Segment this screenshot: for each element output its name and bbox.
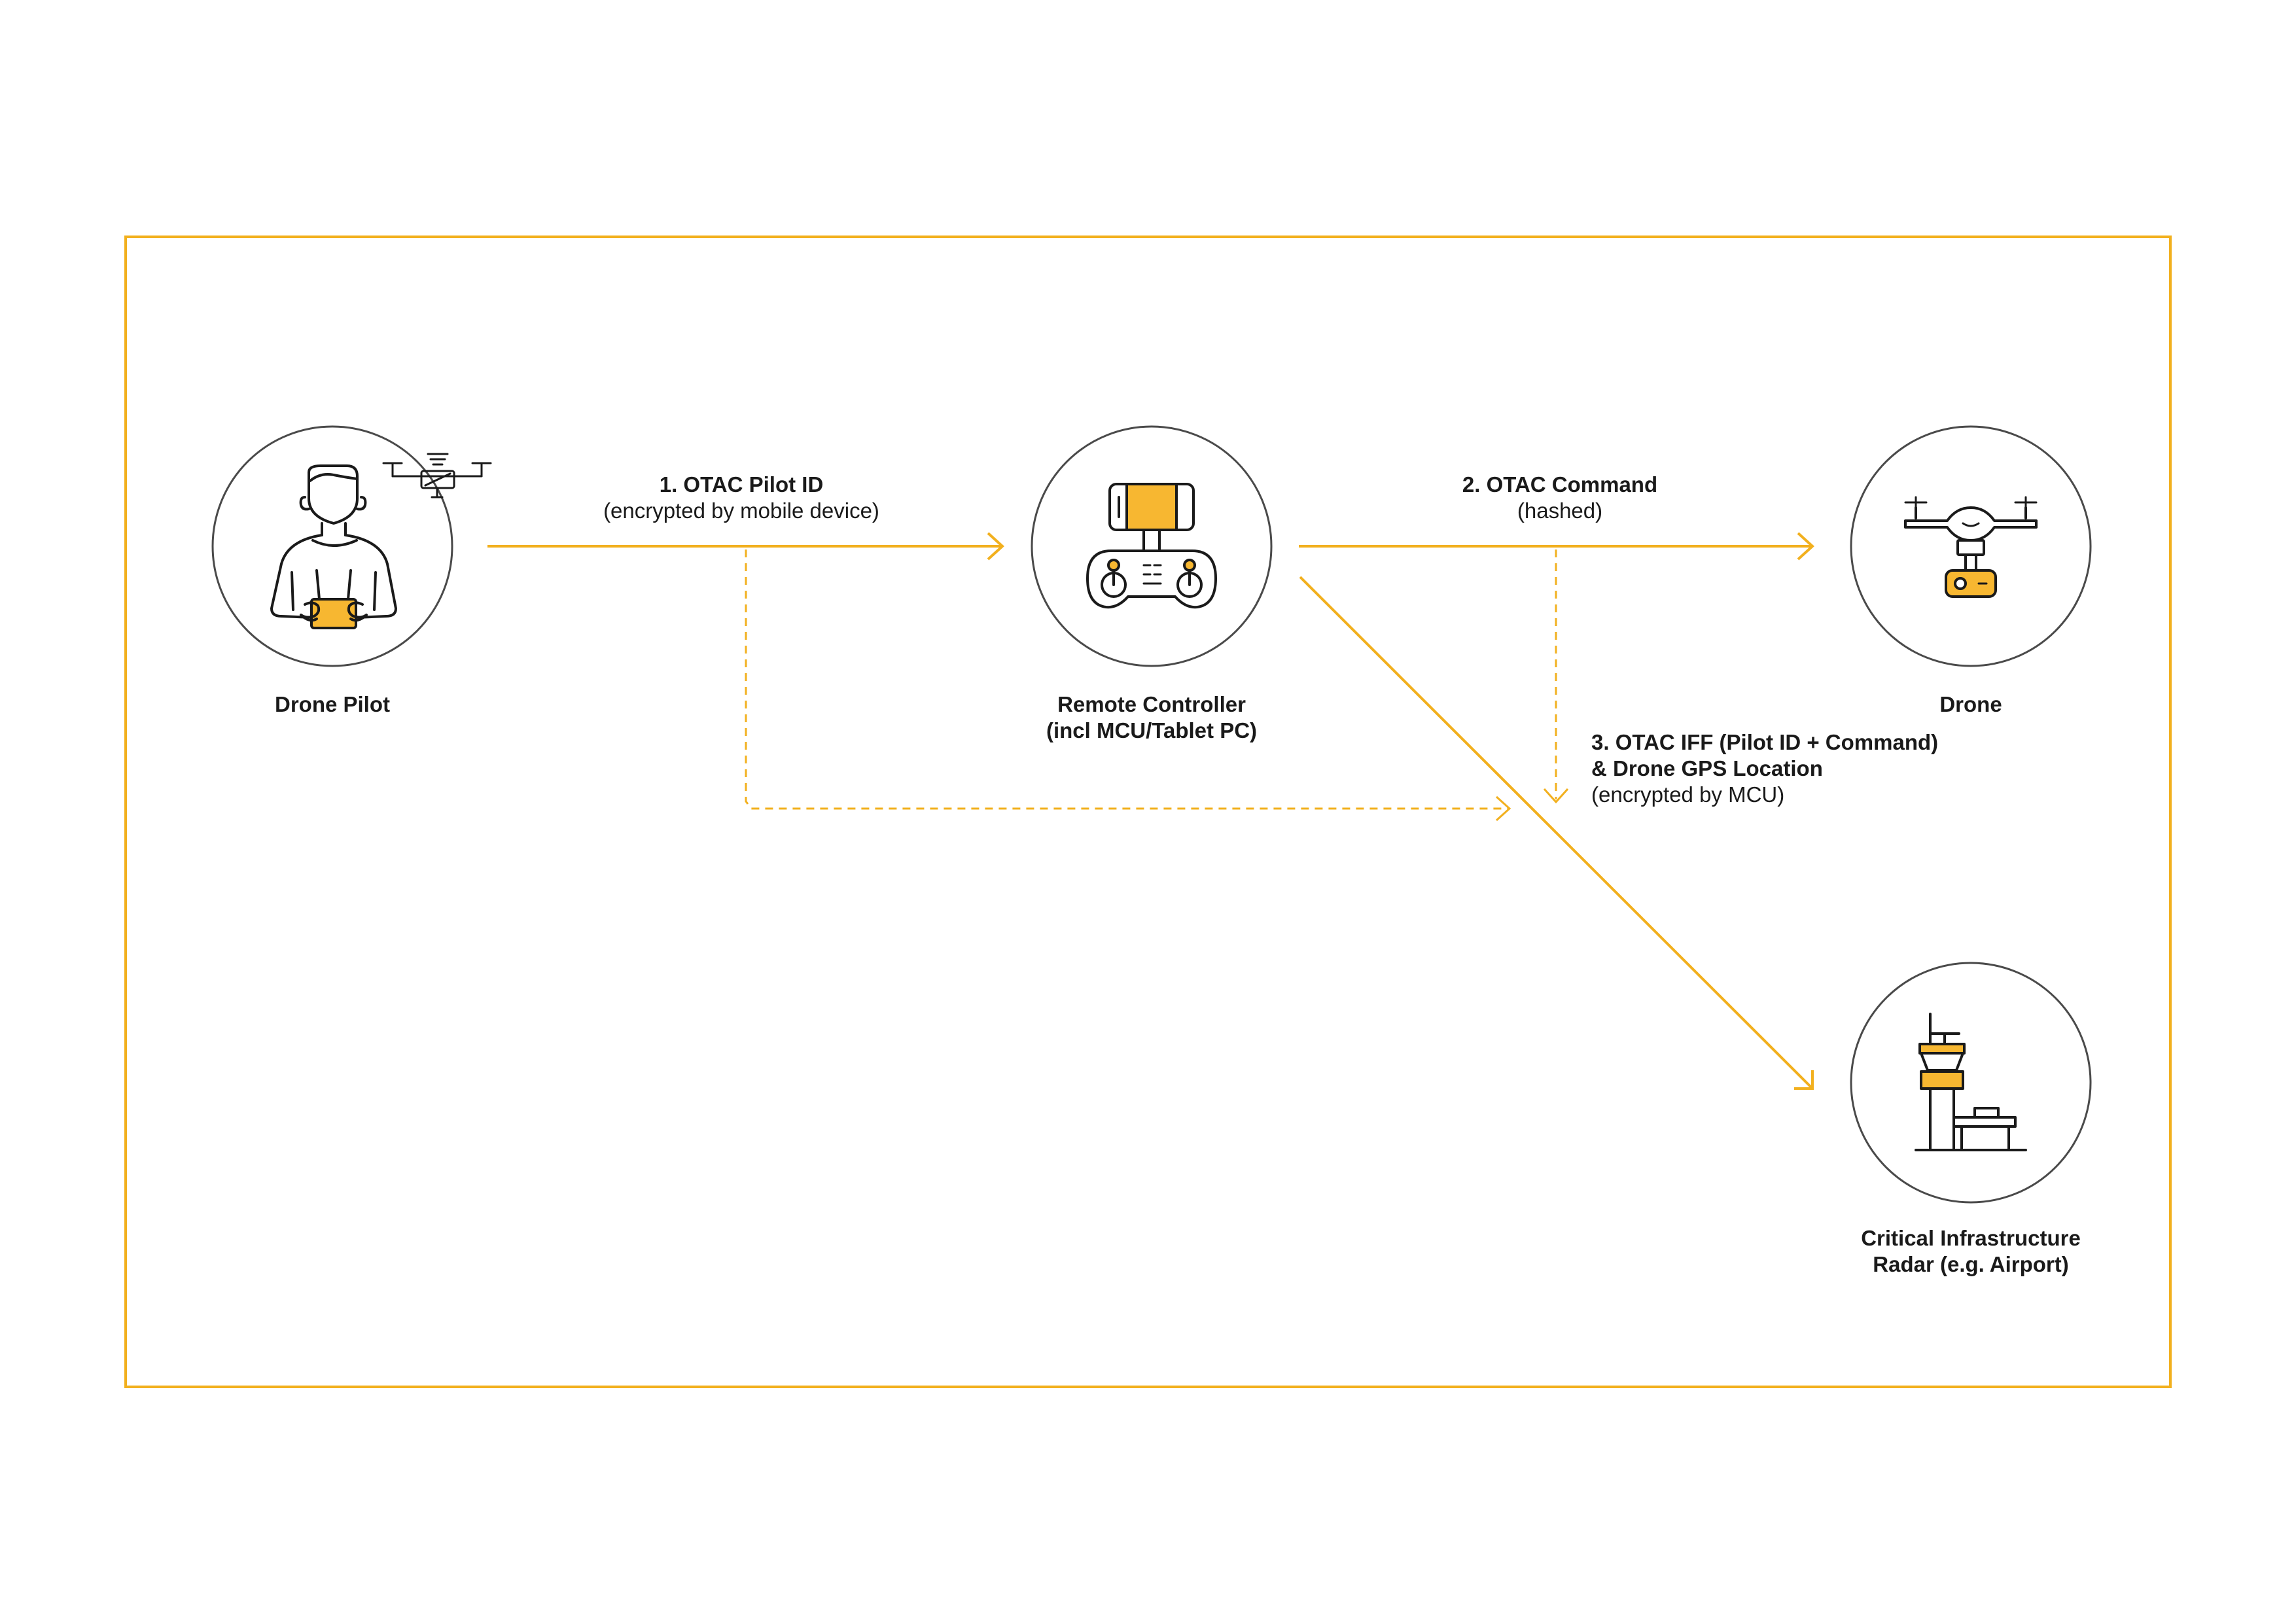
right-stick-icon xyxy=(1183,559,1196,572)
flow-pilot-to-controller xyxy=(487,532,1004,561)
node-critical-infrastructure: Critical Infrastructure Radar (e.g. Airp… xyxy=(1850,962,2092,1276)
flow-label-pilot-id: 1. OTAC Pilot ID (encrypted by mobile de… xyxy=(603,472,879,523)
flow-note: (encrypted by MCU) xyxy=(1591,782,1784,807)
node-ring xyxy=(1031,425,1273,667)
node-subtitle: (incl MCU/Tablet PC) xyxy=(1046,718,1257,742)
drone-icon xyxy=(1904,496,2038,598)
drone-camera-icon xyxy=(1945,569,1997,598)
node-remote-controller: Remote Controller (incl MCU/Tablet PC) xyxy=(1031,425,1273,742)
small-drone-icon xyxy=(382,453,492,498)
flow-command-dashed xyxy=(1543,550,1569,804)
node-ring xyxy=(1850,962,2092,1204)
flow-label-iff: 3. OTAC IFF (Pilot ID + Command) & Drone… xyxy=(1591,730,1938,807)
flow-controller-to-infrastructure xyxy=(1299,576,1814,1090)
flow-label-command: 2. OTAC Command (hashed) xyxy=(1462,472,1657,523)
remote-controller-icon xyxy=(1086,483,1217,609)
flow-note: (encrypted by mobile device) xyxy=(603,498,879,523)
node-drone-pilot: Drone Pilot xyxy=(211,425,492,716)
control-tower-icon xyxy=(1915,1013,2027,1151)
node-ring xyxy=(1850,425,2092,667)
node-title: Remote Controller xyxy=(1057,692,1246,716)
left-stick-icon xyxy=(1107,559,1120,572)
node-subtitle: Radar (e.g. Airport) xyxy=(1873,1252,2068,1276)
pilot-controller-icon xyxy=(310,598,357,629)
node-title: Drone xyxy=(1939,692,2002,716)
tower-deck-icon xyxy=(1920,1070,1964,1090)
node-drone: Drone xyxy=(1850,425,2092,716)
flow-title-line2: & Drone GPS Location xyxy=(1591,756,1823,780)
flow-title: 3. OTAC IFF (Pilot ID + Command) xyxy=(1591,730,1938,754)
flow-title: 2. OTAC Command xyxy=(1462,472,1657,497)
flow-controller-to-drone xyxy=(1299,532,1814,561)
drone-pilot-icon xyxy=(270,464,397,629)
node-title: Drone Pilot xyxy=(275,692,390,716)
node-title: Critical Infrastructure xyxy=(1861,1226,2081,1250)
flow-title: 1. OTAC Pilot ID xyxy=(660,472,824,497)
flow-pilot-id-dashed xyxy=(745,550,1511,822)
tower-cab-icon xyxy=(1918,1043,1966,1055)
diagram-frame xyxy=(124,236,2172,1388)
flow-note: (hashed) xyxy=(1517,498,1602,523)
tablet-screen-icon xyxy=(1125,483,1178,531)
